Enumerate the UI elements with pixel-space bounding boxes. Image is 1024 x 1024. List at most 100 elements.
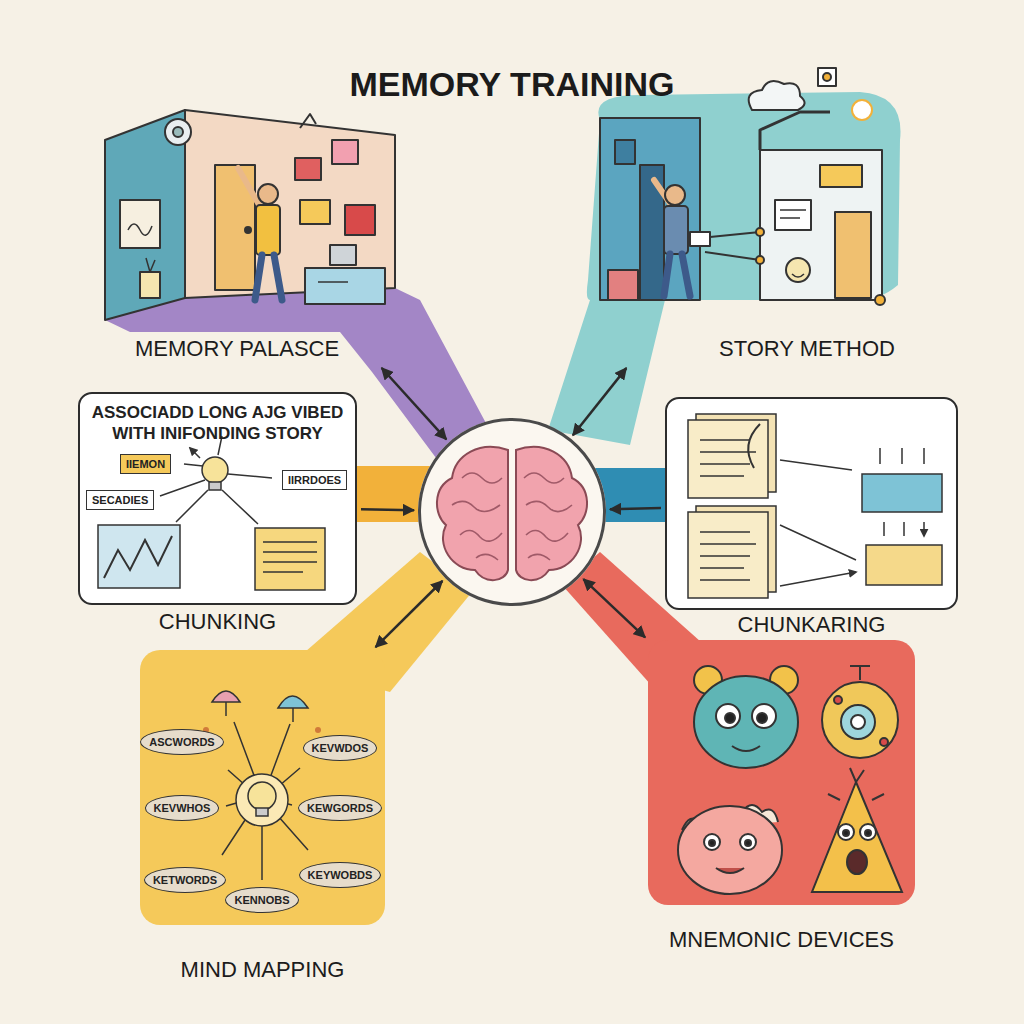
memory-palace-illustration: [165, 119, 191, 145]
mnemonic-illustration: [865, 830, 871, 836]
story-method-illustration: [615, 140, 635, 164]
mnemonic-illustration: [851, 715, 865, 729]
story-method-illustration: [792, 274, 804, 277]
brain-illustration: [516, 447, 587, 580]
chunkaring-illustration: [665, 397, 958, 610]
memory-palace-illustration: [255, 255, 282, 300]
chunking-illustration: [209, 482, 221, 490]
chunkaring-illustration: [688, 512, 768, 598]
memory-palace-illustration: [128, 224, 152, 235]
story-method-illustration: [664, 206, 688, 254]
panel-label: CHUNKARING: [667, 612, 956, 638]
box-heading: ASSOCIADD LONG AJG VIBED WITH INIFONDING…: [88, 402, 347, 444]
chunkaring-illustration: [688, 420, 768, 498]
memory-palace-illustration: [300, 200, 330, 224]
tag-text: IIRRDOES: [288, 473, 341, 487]
mind-map-illustration: [225, 702, 227, 716]
story-method-illustration: [600, 118, 700, 300]
chunkaring-illustration: [862, 474, 942, 512]
mnemonic-band: [648, 640, 915, 905]
chunkaring-illustration: [866, 545, 942, 585]
story-method-illustration: [852, 100, 872, 120]
memory-palace-illustration: [258, 184, 278, 204]
memory-palace-illustration: [245, 227, 251, 233]
story-method-illustration: [690, 232, 710, 246]
chunking-illustration: [160, 436, 272, 524]
keyword-text: KEYWOBDS: [308, 868, 373, 882]
panel-label: MIND MAPPING: [140, 957, 385, 983]
keyword-text: KEWGORDS: [307, 801, 373, 815]
mnemonic-illustration: [694, 676, 798, 768]
memory-palace-illustration: [105, 110, 395, 320]
mind-map-band: [140, 650, 385, 925]
chunkaring-illustration: [780, 460, 856, 586]
memory-palace-illustration: [305, 268, 385, 304]
mnemonic-illustration: [704, 834, 720, 850]
panel-label: MEMORY PALASCE: [135, 336, 339, 362]
chunkaring-illustration: [748, 424, 760, 468]
tag-text: SECADIES: [92, 493, 148, 507]
mnemonic-illustration: [752, 704, 776, 728]
mnemonic-illustration: [828, 768, 884, 800]
mnemonic-illustration: [850, 666, 870, 680]
memory-palace-illustration: [120, 200, 160, 248]
tag-text: IIEMON: [126, 457, 165, 471]
mnemonic-illustration: [847, 850, 867, 874]
mind-map-illustration: [203, 691, 321, 880]
story-method-illustration: [775, 200, 811, 230]
story-method-illustration: [760, 150, 882, 300]
memory-palace-illustration: [332, 140, 358, 164]
mnemonic-illustration: [725, 713, 735, 723]
mnemonic-illustration: [716, 704, 740, 728]
brain-illustration: [418, 418, 606, 606]
chunking-illustration: [78, 392, 357, 605]
keyword-oval: KEVWDOS: [303, 735, 378, 761]
mind-map-illustration: [236, 774, 288, 826]
story-method-illustration: [818, 68, 836, 86]
story-method-illustration: [756, 256, 764, 264]
chunking-illustration: [263, 542, 317, 572]
chunking-illustration: [78, 392, 357, 605]
memory-palace-illustration: [318, 281, 348, 283]
mind-map-illustration: [222, 722, 308, 880]
mind-map-band: [140, 552, 472, 925]
story-method-illustration: [608, 270, 638, 300]
mind-map-illustration: [212, 691, 240, 702]
keyword-text: KEVWHOS: [154, 801, 211, 815]
story-method-illustration: [756, 228, 764, 236]
connector-arrow: [382, 368, 447, 439]
story-method-illustration: [760, 112, 830, 150]
story-method-panel: STORY METHOD: [580, 85, 905, 365]
chunking-illustration: [98, 525, 180, 588]
mnemonic-illustration: [745, 840, 751, 846]
memory-palace-illustration: [330, 245, 356, 265]
memory-palace-illustration: [345, 205, 375, 235]
diagram-title: MEMORY TRAINING: [0, 64, 1024, 104]
mind-map-illustration: [256, 808, 268, 816]
chunking-illustration: [255, 528, 325, 590]
mnemonic-illustration: [678, 806, 782, 894]
keyword-text: KEVWDOS: [312, 741, 369, 755]
story-method-illustration: [875, 295, 885, 305]
mnemonic-illustration: [860, 824, 876, 840]
keyword-oval: ASCWORDS: [140, 729, 223, 755]
memory-palace-illustration: [140, 272, 160, 298]
story-method-illustration: [823, 73, 831, 81]
keyword-text: KENNOBS: [234, 893, 289, 907]
chunkaring-illustration: [700, 532, 756, 580]
mnemonic-illustration: [834, 696, 842, 704]
mnemonic-region: MNEMONIC DEVICES: [648, 640, 915, 905]
keyword-oval: KEVWHOS: [145, 795, 220, 821]
chunking-illustration: [104, 536, 172, 578]
brain-illustration: [418, 418, 606, 606]
mnemonic-illustration: [678, 666, 902, 894]
connector-arrow: [376, 581, 443, 647]
memory-palace-illustration: [146, 258, 155, 272]
mind-map-illustration: [278, 696, 308, 708]
mnemonic-illustration: [716, 868, 744, 873]
mind-map-illustration: [292, 708, 294, 722]
tag-box: IIRRDOES: [282, 470, 347, 490]
memory-palace-illustration: [256, 205, 280, 255]
keyword-oval: KENNOBS: [225, 887, 298, 913]
panel-label: STORY METHOD: [719, 336, 895, 362]
